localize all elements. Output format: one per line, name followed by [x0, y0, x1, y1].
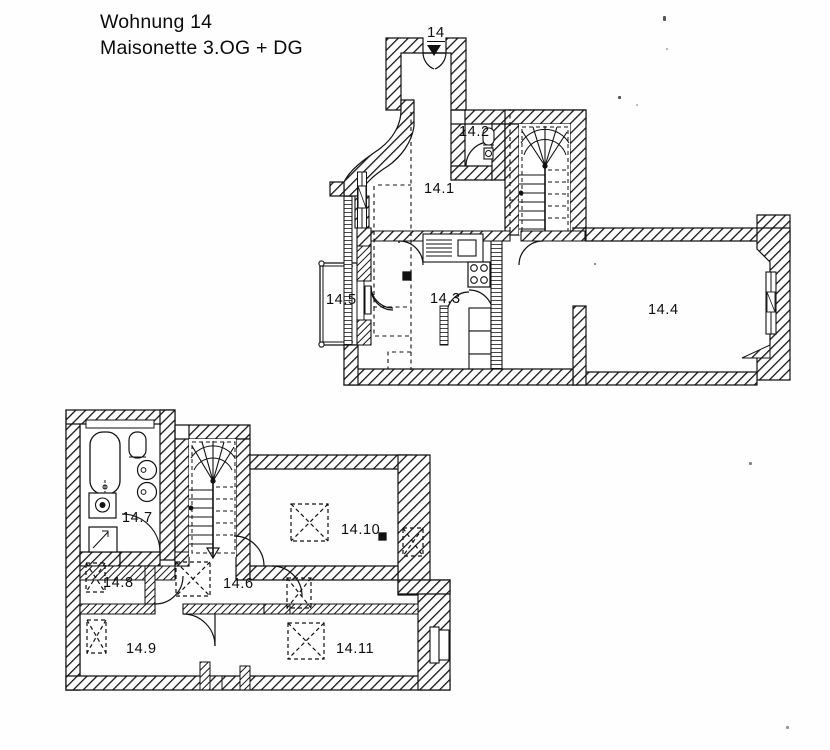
dormer-symbols	[85, 503, 424, 660]
room-label-14-3: 14.3	[430, 291, 461, 307]
wc-toilet-fixture	[482, 127, 495, 146]
toilet-fixture	[128, 431, 147, 459]
entrance-direction-triangle-icon	[427, 45, 441, 56]
window-14-11	[429, 626, 450, 664]
room-label-14-4: 14.4	[648, 302, 679, 318]
room-label-14-2: 14.2	[459, 124, 490, 140]
scan-speck	[666, 48, 668, 50]
lower-floor-plan	[65, 409, 451, 691]
room-label-14-8: 14.8	[103, 575, 134, 591]
plan-title-apartment: Wohnung 14	[100, 11, 213, 33]
scan-speck	[594, 263, 596, 265]
balcony-14-5	[318, 260, 357, 348]
room-label-14-11: 14.11	[336, 641, 375, 657]
plan-marker-square	[402, 271, 412, 281]
room-label-14-1: 14.1	[424, 181, 455, 197]
bathroom-door-swing	[121, 513, 161, 553]
room-label-14-5: 14.5	[326, 292, 357, 308]
sink-fixture-2	[136, 481, 158, 503]
room-label-14-7: 14.7	[122, 510, 153, 526]
door-swing-14-6	[271, 565, 303, 597]
upper-staircase	[518, 124, 570, 235]
entry-door-swing-left	[422, 52, 435, 70]
door-swing-living	[518, 240, 544, 266]
bathroom-fixtures-14-7	[85, 419, 158, 553]
door-swing-14-8	[154, 575, 184, 605]
scan-speck	[618, 96, 621, 99]
scan-speck	[786, 726, 789, 729]
room-label-14-9: 14.9	[126, 641, 157, 657]
door-swing-kitchen	[398, 240, 424, 266]
upper-floor-plan	[318, 37, 791, 386]
wc-sink-fixture	[483, 147, 494, 160]
title-block: Wohnung 14 Maisonette 3.OG + DG	[100, 10, 303, 61]
sink-fixture-1	[136, 459, 158, 481]
stair-direction-arrow-icon	[205, 547, 221, 560]
plan-title-floors: Maisonette 3.OG + DG	[100, 36, 303, 59]
door-swing-14-9	[182, 613, 216, 647]
room-label-14-6: 14.6	[223, 576, 254, 592]
room-label-14-10: 14.10	[341, 522, 381, 538]
scan-speck	[663, 16, 666, 21]
roof-projection-upper	[373, 110, 519, 370]
kitchen-fittings	[422, 233, 492, 377]
living-room-window	[765, 271, 777, 335]
door-swing-14-10	[233, 535, 265, 567]
scan-speck	[749, 462, 752, 465]
lower-staircase	[188, 439, 236, 560]
balcony-door	[364, 285, 394, 315]
entry-door-swing-right	[434, 52, 447, 70]
scan-speck	[636, 104, 638, 106]
plan-marker-square	[378, 532, 387, 541]
entrance-number-label: 14	[427, 24, 445, 42]
